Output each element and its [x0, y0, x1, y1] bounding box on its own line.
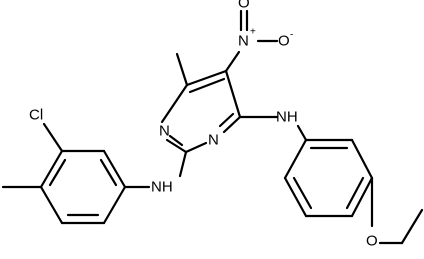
bond-c6-c5-b	[188, 77, 226, 94]
bond-lring-cl	[42, 122, 64, 153]
bond-lring-1-inner	[99, 158, 118, 187]
bond-c2-n1-b	[168, 134, 184, 147]
bond-c6-c5-a	[185, 69, 228, 87]
bond-n3-c2	[184, 141, 208, 154]
bond-rring-3-inner	[345, 176, 365, 210]
bond-lring-1	[102, 149, 127, 189]
bond-rring-2	[350, 138, 374, 180]
bond-rring-5-inner	[292, 176, 313, 210]
bond-ch2-ch3	[400, 208, 424, 245]
atom-nitro-o-right-charge: -	[290, 30, 293, 41]
atom-chlorine: Cl	[29, 107, 43, 124]
atom-nitro-n-charge: +	[250, 27, 256, 38]
bond-lring-6	[102, 185, 127, 225]
bond-c5-c4	[224, 69, 242, 119]
atom-nitro-o-right: O	[278, 33, 290, 50]
atom-ring-n-lower: N	[208, 132, 219, 149]
bond-c4-n3-b	[218, 112, 235, 128]
bond-lring-3	[39, 149, 64, 189]
atom-nh-left: NH	[151, 179, 173, 196]
atom-nh-right: NH	[276, 109, 298, 126]
bond-lring-4	[39, 185, 64, 225]
bond-c5-nitro-n	[224, 50, 241, 73]
bond-c4-n3-a	[222, 115, 242, 134]
atom-ether-o: O	[366, 233, 378, 250]
bond-rring-3	[350, 176, 374, 218]
bond-rring-5	[283, 176, 308, 218]
bond-n1-c6	[160, 83, 189, 124]
bonds	[1, 9, 424, 245]
bond-nh-right-ring	[296, 124, 308, 142]
bond-c6-methyl	[175, 52, 189, 87]
bond-c2-nh-left	[178, 150, 188, 178]
bond-rring-6	[283, 138, 308, 180]
atom-ring-n-upper: N	[159, 123, 170, 140]
atom-labels: O N + O - N N NH NH Cl O	[29, 0, 378, 250]
atom-nitro-n: N	[238, 33, 249, 50]
bond-lring-3-inner	[48, 158, 67, 187]
atom-nitro-o-top: O	[238, 0, 250, 12]
bond-c2-n1-a	[165, 138, 188, 154]
